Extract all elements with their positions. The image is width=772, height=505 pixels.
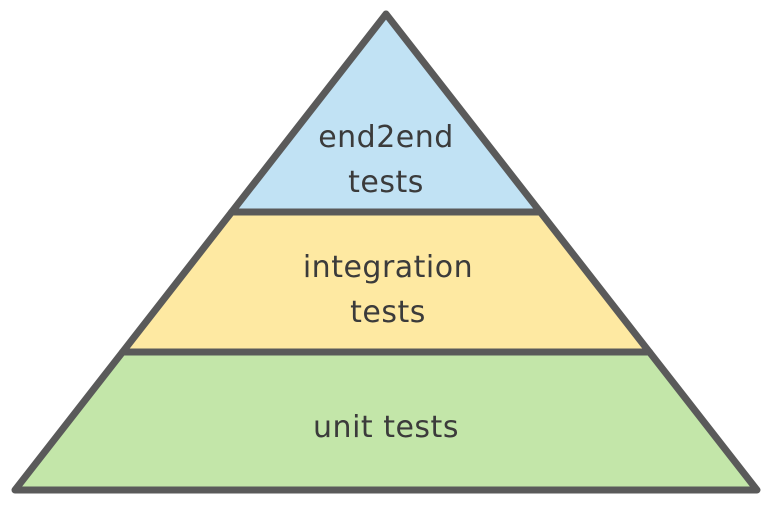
- pyramid-layer-end2end-tests-shape: [228, 10, 544, 216]
- end2end-tests-label-line1: end2end: [318, 120, 454, 155]
- end2end-tests-label-line2: tests: [348, 165, 424, 200]
- integration-tests-label-line2: tests: [350, 295, 426, 330]
- unit-tests-label: unit tests: [313, 410, 459, 445]
- integration-tests-label-line1: integration: [303, 250, 473, 285]
